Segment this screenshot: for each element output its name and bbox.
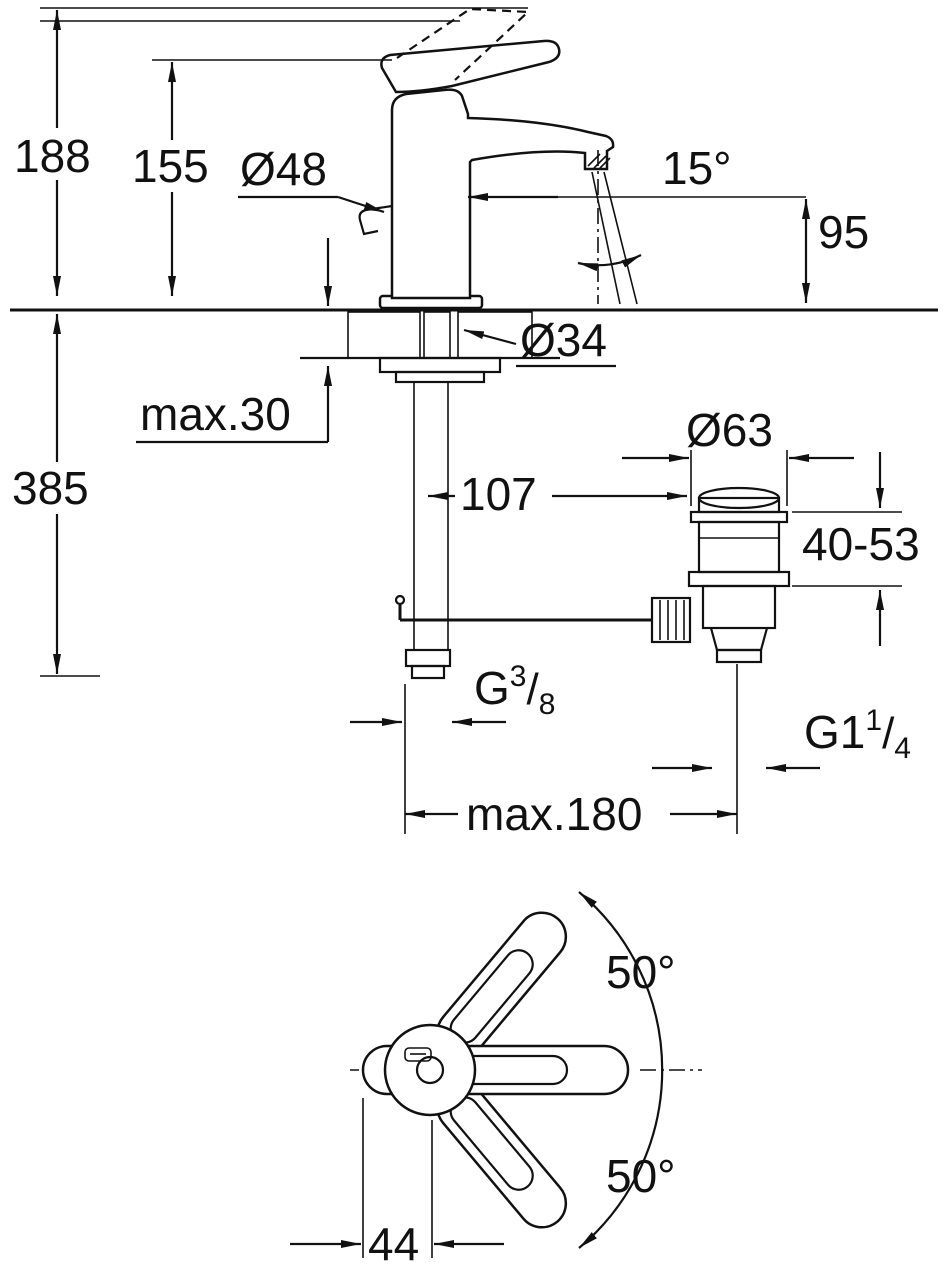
dim-label-max30: max.30: [140, 388, 291, 440]
dim-label-4053: 40-53: [802, 518, 920, 570]
dim-outlet-height: 95: [802, 199, 869, 303]
waste-adjust-knob: [650, 596, 692, 644]
dim-label-107: 107: [460, 468, 537, 520]
dim-waste-deck-range: 40-53: [792, 452, 920, 646]
dim-label-50deg-down: 50°: [606, 1150, 676, 1202]
mounting-flange: [378, 356, 502, 384]
dim-label-max180: max.180: [466, 788, 642, 840]
supply-thread-label: G3/8: [474, 660, 555, 721]
dim-spray-angle: 15°: [577, 142, 732, 272]
lever-raised-outline: [396, 7, 531, 81]
side-view-drawing: [10, 7, 938, 680]
supply-hose: [404, 311, 452, 680]
waste-thread-label: G11/4: [804, 704, 911, 765]
faucet-body: [390, 88, 615, 300]
dim-total-depth: 385: [8, 314, 104, 677]
dim-body-diameter: Ø48: [238, 143, 806, 214]
water-stream: [591, 150, 638, 305]
grohe-logo-mark: [404, 1047, 432, 1062]
faucet-body-top-view: [383, 1023, 477, 1117]
waste-assembly: [650, 486, 791, 664]
dim-hole-diameter: Ø34: [463, 314, 616, 368]
dim-label-15deg: 15°: [662, 142, 732, 194]
dim-handle-offset: 44: [290, 1098, 504, 1270]
dim-drain-offset: 107: [428, 468, 687, 520]
pop-up-rod: [394, 594, 652, 622]
dim-label-d48: Ø48: [240, 143, 327, 195]
dim-label-155: 155: [132, 140, 209, 192]
dim-label-d34: Ø34: [520, 314, 607, 366]
dim-label-95: 95: [818, 206, 869, 258]
dim-label-50deg-up: 50°: [606, 946, 676, 998]
dim-label-44: 44: [368, 1218, 419, 1270]
dim-label-188: 188: [14, 130, 91, 182]
dim-label-385: 385: [12, 462, 89, 514]
dim-deck-thickness: max.30: [136, 238, 332, 444]
dim-supply-thread: G3/8: [350, 660, 555, 726]
dim-spout-top-height: 155: [126, 59, 392, 296]
side-view-dimensions: 188 155 Ø48 95 15° max.30: [8, 7, 920, 840]
dim-label-d63: Ø63: [686, 404, 773, 456]
dim-waste-thread: G11/4: [652, 704, 911, 772]
dim-max-install-width: max.180: [404, 664, 738, 840]
top-view-drawing: 50° 50° 44: [290, 891, 702, 1270]
cartridge-axis: [415, 1055, 445, 1085]
dim-overall-height: 188: [8, 7, 528, 296]
dim-waste-flange-diameter: Ø63: [622, 404, 854, 506]
